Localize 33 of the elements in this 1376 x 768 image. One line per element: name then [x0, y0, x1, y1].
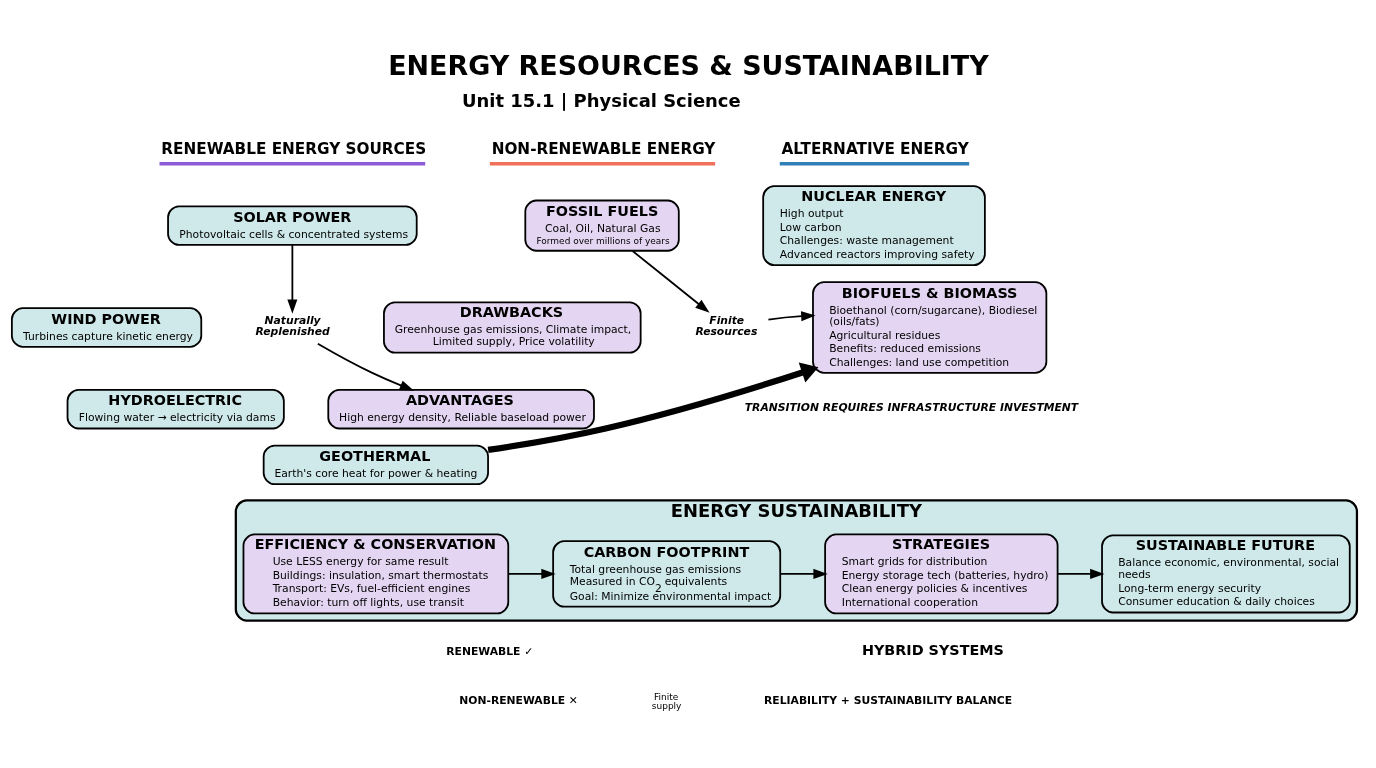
node-box: GEOTHERMAL Earth's core heat for power & heating — [262, 444, 489, 485]
label: RENEWABLE ✓ — [446, 644, 534, 658]
arrow — [316, 342, 415, 391]
label: Unit 15.1 | Physical Science — [462, 89, 741, 111]
node-box: NUCLEAR ENERGY High output Low carbon Challenges: waste management Advanced reactors improving safety — [762, 184, 986, 266]
node-box: SOLAR POWER Photovoltaic cells & concentrated systems — [167, 204, 418, 246]
arrow — [631, 249, 710, 313]
node-box: EFFICIENCY & CONSERVATION Use LESS energy for same result Buildings: insulation, smart thermostats Transport: EVs, fuel-efficient engines Behavior: turn off lights, use transit — [242, 533, 510, 614]
node-box: ADVANTAGES High energy density, Reliable baseload power — [327, 388, 595, 429]
arrow — [1056, 568, 1105, 579]
diagram-title: ENERGY RESOURCES & SUSTAINABILITY — [388, 49, 989, 81]
edge-label: TRANSITION REQUIRES INFRASTRUCTURE INVESTMENT — [744, 400, 1079, 414]
node-text: Naturally Replenished — [255, 313, 330, 338]
node-box: FOSSIL FUELS Coal, Oil, Natural Gas Formed over millions of years — [524, 199, 680, 252]
label: ALTERNATIVE ENERGY — [781, 139, 969, 158]
label: NON-RENEWABLE ENERGY — [491, 139, 716, 158]
arrow — [287, 243, 298, 314]
label: RENEWABLE ENERGY SOURCES — [161, 139, 427, 158]
label: HYBRID SYSTEMS — [861, 641, 1004, 658]
node-box: BIOFUELS & BIOMASS Bioethanol (corn/sugarcane), Biodiesel (oils/fats) Agricultural residues Benefits: reduced emissions Challenges: land use competition — [812, 280, 1048, 374]
arrow — [507, 568, 556, 579]
node-box: HYDROELECTRIC Flowing water → electricity via dams — [66, 388, 285, 429]
node-box: DRAWBACKS Greenhouse gas emissions, Climate impact, Limited supply, Price volatility — [383, 300, 642, 354]
arrow — [779, 568, 828, 579]
node-box: SUSTAINABLE FUTURE Balance economic, environmental, social needs Long-term energy security Consumer education & daily choices — [1101, 533, 1351, 613]
arrow — [487, 362, 819, 453]
node-text: Finite Resources — [695, 313, 758, 338]
label: RELIABILITY + SUSTAINABILITY BALANCE — [764, 693, 1013, 707]
arrow — [767, 310, 816, 321]
label: NON-RENEWABLE ✕ — [459, 693, 578, 707]
node-box: WIND POWER Turbines capture kinetic energy — [11, 306, 203, 348]
label: Finite supply — [651, 691, 682, 711]
node-box: STRATEGIES Smart grids for distribution Energy storage tech (batteries, hydro) Clean energy policies & incentives International cooperation — [824, 533, 1059, 614]
